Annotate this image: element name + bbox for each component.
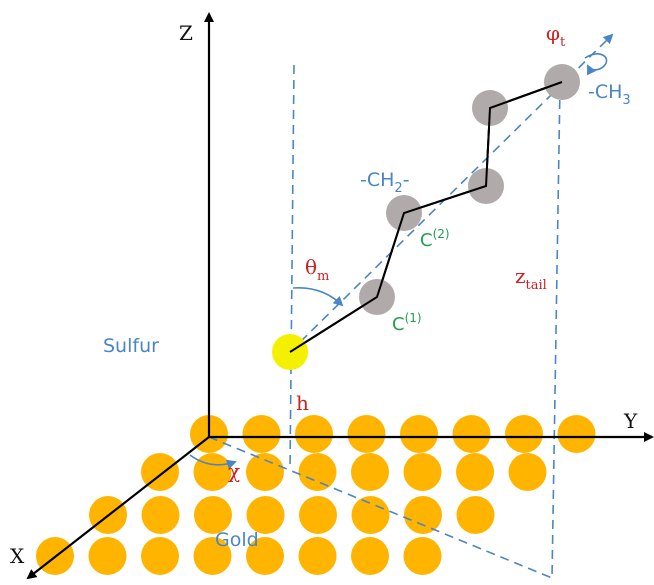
- theta-label: θm: [305, 255, 329, 284]
- sulfur-label: Sulfur: [103, 335, 159, 357]
- ztail-vertical-line: [551, 84, 561, 579]
- gold-substrate: [36, 415, 596, 575]
- alkyl-chain-bond: [289, 81, 563, 353]
- ch2-label: -CH2-: [360, 169, 410, 196]
- gold-atom: [141, 496, 180, 534]
- theta-subscript: m: [317, 269, 329, 284]
- gold-atom: [452, 415, 491, 453]
- gold-atom: [141, 537, 179, 575]
- gold-label: Gold: [215, 529, 259, 551]
- y-axis-label: Y: [623, 409, 638, 433]
- gold-atom: [194, 496, 232, 534]
- gold-atom: [298, 537, 337, 575]
- axes: [26, 12, 654, 580]
- gold-atom: [193, 453, 232, 491]
- vertical-reference-line: [289, 64, 295, 471]
- c1-label: C(1): [392, 311, 422, 335]
- ch3-label: -CH3: [588, 81, 631, 108]
- height-label: h: [296, 391, 309, 415]
- c2-label: C(2): [420, 227, 450, 251]
- phi-main: φ: [546, 21, 560, 45]
- gold-atom: [508, 453, 547, 491]
- gold-atom: [246, 537, 284, 575]
- alkyl-chain-bond-overlay: [289, 81, 563, 353]
- phi-rotation-arc: [584, 53, 608, 76]
- chi-label: χ: [228, 459, 240, 483]
- ch2-main: -CH: [360, 169, 394, 191]
- theta-angle-arc: [292, 287, 344, 307]
- gold-atom: [298, 453, 337, 491]
- z-axis-label: Z: [179, 21, 193, 45]
- x-axis: [26, 436, 210, 580]
- ztail-label: ztail: [515, 264, 547, 293]
- ch3-main: -CH: [588, 81, 622, 103]
- gold-atom: [400, 415, 438, 453]
- gold-atom: [299, 496, 337, 534]
- c1-superscript: (1): [405, 311, 422, 325]
- ch3-subscript: 3: [622, 93, 630, 108]
- gold-atom: [246, 496, 285, 534]
- ztail-subscript: tail: [526, 278, 547, 293]
- theta-main: θ: [305, 255, 317, 279]
- phi-label: φt: [546, 21, 566, 50]
- gold-atom: [351, 537, 389, 575]
- gold-atom: [88, 537, 127, 575]
- c2-main: C: [420, 230, 433, 251]
- ch2-tail: -: [403, 169, 410, 191]
- c2-superscript: (2): [433, 227, 450, 241]
- c1-main: C: [392, 314, 405, 335]
- gold-atom: [456, 453, 494, 491]
- gold-atom: [193, 537, 232, 575]
- chi-angle-arc: [189, 454, 237, 470]
- x-projection-line: [208, 436, 553, 579]
- gold-atom: [403, 453, 442, 491]
- gold-atom: [347, 415, 386, 453]
- gold-atom: [456, 496, 495, 534]
- gold-atom: [242, 415, 281, 453]
- gold-atom: [295, 415, 333, 453]
- phi-subscript: t: [560, 35, 566, 50]
- gold-atom: [505, 415, 543, 453]
- gold-atom: [246, 453, 284, 491]
- gold-atom: [351, 453, 389, 491]
- gold-atom: [557, 415, 596, 453]
- gold-atom: [403, 537, 442, 575]
- gold-atom: [404, 496, 442, 534]
- x-axis-label: X: [10, 544, 25, 568]
- gold-atom: [351, 496, 390, 534]
- ztail-main: z: [515, 264, 526, 288]
- ch2-subscript: 2: [394, 181, 402, 196]
